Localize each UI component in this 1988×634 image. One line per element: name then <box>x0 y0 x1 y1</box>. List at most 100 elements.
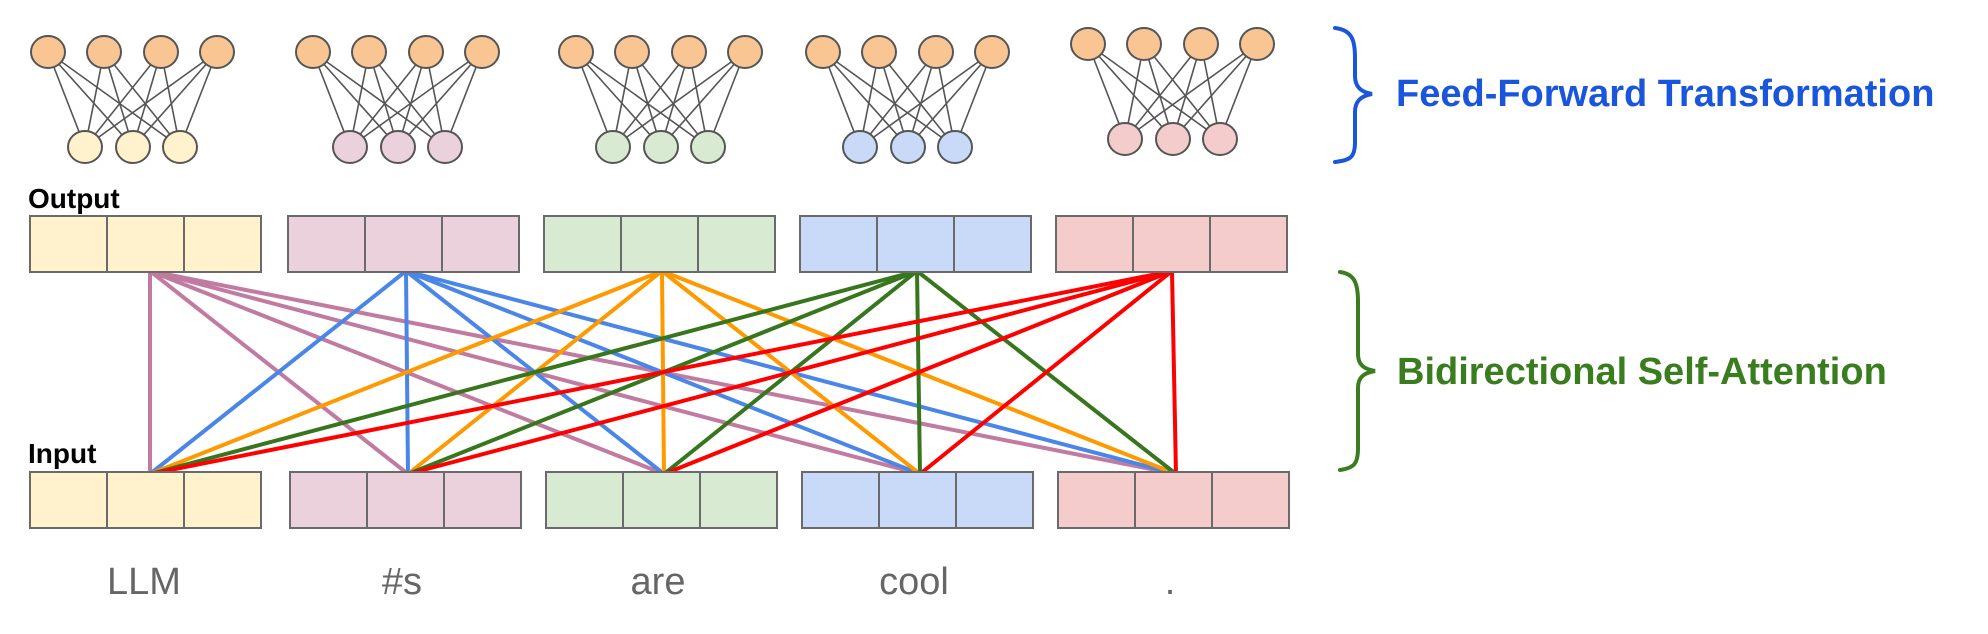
token-label: . <box>1165 561 1176 603</box>
ff-connection <box>1087 43 1221 140</box>
attention-line <box>662 269 1174 476</box>
ff-top-node <box>974 35 1010 69</box>
token-label: #s <box>382 561 422 603</box>
input-cell <box>1211 471 1290 529</box>
input-cell <box>801 471 880 529</box>
ff-connection <box>47 51 134 148</box>
output-row <box>29 215 1288 273</box>
attention-line <box>148 269 1174 476</box>
ff-connection <box>859 51 937 148</box>
ff-top-node <box>558 35 594 69</box>
output-cell <box>364 215 443 273</box>
output-cell <box>287 215 366 273</box>
ff-connection <box>612 51 746 148</box>
ff-connection <box>103 51 181 148</box>
attention-line <box>148 269 664 476</box>
attention-lines <box>148 269 1178 476</box>
self-attention-brace <box>1338 270 1376 472</box>
feed-forward-network <box>30 35 235 164</box>
ff-top-node <box>727 35 763 69</box>
output-cell <box>441 215 520 273</box>
ff-bottom-node <box>690 130 726 164</box>
ff-connection <box>47 51 181 148</box>
ff-connection <box>132 51 218 148</box>
ff-connection <box>878 51 956 148</box>
attention-line <box>1170 269 1178 476</box>
ff-connection <box>312 51 446 148</box>
ff-top-node <box>918 35 954 69</box>
ff-bottom-node <box>115 130 151 164</box>
ff-connection <box>859 51 993 148</box>
ff-connection <box>631 51 709 148</box>
ff-bottom-node <box>1107 122 1143 156</box>
feed-forward-label: Feed-Forward Transformation <box>1396 73 1934 115</box>
output-cell <box>697 215 776 273</box>
ff-top-node <box>143 35 179 69</box>
ff-bottom-node <box>162 130 198 164</box>
feed-forward-networks <box>30 27 1275 164</box>
output-cell <box>106 215 185 273</box>
feed-forward-network <box>558 35 763 164</box>
ff-bottom-node <box>643 130 679 164</box>
input-cell <box>955 471 1034 529</box>
ff-top-node <box>30 35 66 69</box>
output-cell <box>876 215 955 273</box>
ff-bottom-node <box>427 130 463 164</box>
token-labels: LLM #s are cool. <box>107 561 1175 603</box>
input-cell <box>1057 471 1136 529</box>
ff-connection <box>1124 43 1258 140</box>
ff-connection <box>612 51 690 148</box>
output-cell <box>1132 215 1211 273</box>
input-row-label: Input <box>28 438 96 469</box>
ff-connection <box>397 51 483 148</box>
output-cell <box>29 215 108 273</box>
input-row <box>29 471 1290 529</box>
token-label: cool <box>879 561 949 603</box>
input-cell <box>443 471 522 529</box>
ff-connection <box>907 51 993 148</box>
input-cell <box>545 471 624 529</box>
token-label: LLM <box>107 561 181 603</box>
ff-top-node <box>1239 27 1275 61</box>
output-cell <box>799 215 878 273</box>
ff-bottom-node <box>332 130 368 164</box>
ff-top-node <box>1183 27 1219 61</box>
ff-top-node <box>614 35 650 69</box>
ff-top-node <box>1126 27 1162 61</box>
ff-bottom-node <box>67 130 103 164</box>
ff-bottom-node <box>380 130 416 164</box>
output-row-label: Output <box>28 183 120 214</box>
ff-connection <box>660 51 746 148</box>
ff-bottom-node <box>595 130 631 164</box>
output-cell <box>1209 215 1288 273</box>
ff-connection <box>1124 43 1202 140</box>
ff-connection <box>349 51 483 148</box>
ff-top-node <box>199 35 235 69</box>
ff-top-node <box>86 35 122 69</box>
ff-connection <box>822 51 956 148</box>
ff-connection <box>312 51 399 148</box>
input-cell <box>1134 471 1213 529</box>
input-cell <box>878 471 957 529</box>
ff-connection <box>1087 43 1174 140</box>
token-label: are <box>631 561 686 603</box>
ff-bottom-node <box>1202 122 1238 156</box>
input-cell <box>622 471 701 529</box>
input-cell <box>366 471 445 529</box>
ff-top-node <box>1070 27 1106 61</box>
attention-line <box>918 269 1174 476</box>
ff-bottom-node <box>842 130 878 164</box>
ff-bottom-node <box>1155 122 1191 156</box>
feed-forward-brace <box>1333 26 1373 164</box>
ff-connection <box>349 51 427 148</box>
ff-top-node <box>805 35 841 69</box>
ff-connection <box>84 51 162 148</box>
ff-connection <box>575 51 662 148</box>
ff-connection <box>368 51 446 148</box>
ff-connection <box>1172 43 1258 140</box>
attention-line <box>406 269 1174 476</box>
input-cell <box>699 471 778 529</box>
output-cell <box>1055 215 1134 273</box>
ff-top-node <box>351 35 387 69</box>
